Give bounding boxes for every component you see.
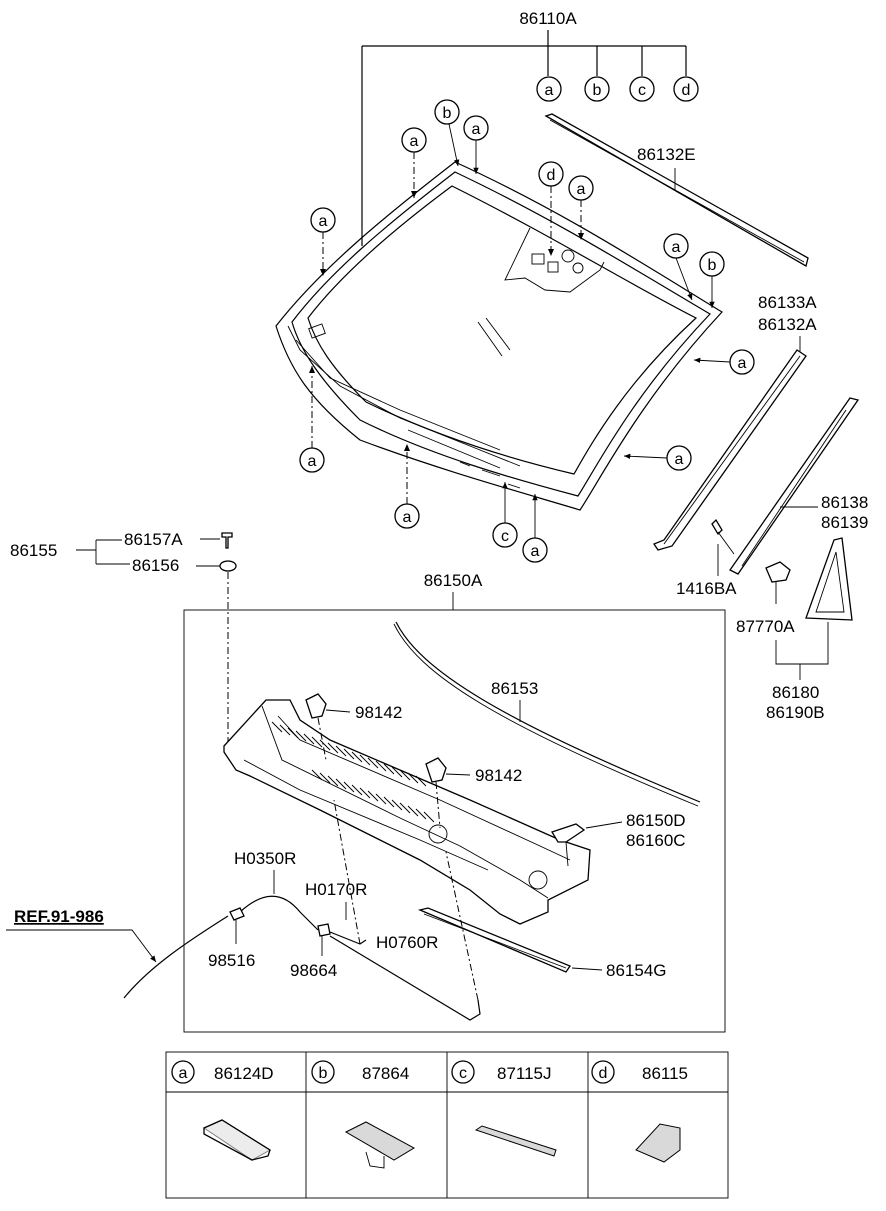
svg-text:86154G: 86154G [606, 961, 667, 980]
svg-text:a: a [308, 453, 317, 470]
callout-a-7: a [666, 445, 692, 471]
callout-b-2: b [699, 251, 725, 277]
label-86150A: 86150A [424, 571, 483, 590]
label-86132A: 86132A [758, 315, 817, 334]
svg-text:c: c [459, 1065, 467, 1082]
svg-text:c: c [501, 528, 509, 545]
callout-c-top: c [629, 76, 655, 102]
ref-callout: REF.91-986 [6, 907, 229, 999]
legend-cell-d: d 86115 [591, 1060, 688, 1163]
svg-text:86150D: 86150D [626, 811, 686, 830]
svg-text:a: a [531, 543, 540, 560]
svg-text:87864: 87864 [362, 1064, 409, 1083]
svg-text:b: b [708, 257, 717, 274]
callout-b-1: b [434, 99, 460, 125]
callout-a-1: a [401, 127, 427, 153]
svg-text:b: b [443, 105, 452, 122]
callout-a-9: a [394, 503, 420, 529]
svg-text:86160C: 86160C [626, 831, 686, 850]
callout-a-6: a [729, 349, 755, 375]
label-86153: 86153 [491, 679, 538, 698]
svg-text:a: a [675, 451, 684, 468]
moulding-top: 86132E [544, 113, 809, 267]
label-86133A: 86133A [758, 293, 817, 312]
svg-text:H0350R: H0350R [234, 849, 296, 868]
legend-cell-c: c 87115J [451, 1060, 557, 1157]
svg-text:98142: 98142 [475, 766, 522, 785]
windshield-glass [275, 161, 723, 511]
svg-text:b: b [593, 82, 602, 99]
svg-text:d: d [599, 1065, 608, 1082]
callout-c-1: c [492, 522, 518, 548]
svg-text:H0760R: H0760R [376, 933, 438, 952]
label-1416BA: 1416BA [676, 579, 737, 598]
windshield-callouts: a b a a d a a b a a a a c a [299, 99, 755, 563]
svg-text:a: a [738, 355, 747, 372]
label-86139: 86139 [821, 513, 868, 532]
callout-a-2: a [463, 115, 489, 141]
svg-text:86124D: 86124D [214, 1064, 274, 1083]
bracket: 86150D 86160C [551, 811, 686, 867]
callout-b-top: b [584, 76, 610, 102]
legend-cell-b: b 87864 [311, 1060, 416, 1169]
moulding-side: 86133A 86132A [653, 293, 817, 551]
svg-text:a: a [545, 82, 554, 99]
label-87770A: 87770A [736, 617, 795, 636]
callout-a-top: a [536, 76, 562, 102]
legend-table: a 86124D b 87864 c 87115J d 86115 [165, 1051, 729, 1199]
label-86156: 86156 [132, 556, 179, 575]
label-86157A: 86157A [124, 530, 183, 549]
label-ref: REF.91-986 [14, 907, 104, 926]
svg-text:87115J: 87115J [497, 1064, 552, 1083]
callout-d-top: d [673, 76, 699, 102]
svg-text:a: a [179, 1065, 188, 1082]
svg-text:b: b [319, 1065, 328, 1082]
svg-text:a: a [577, 181, 586, 198]
garnish-group: 87770A 86180 86190B [736, 537, 853, 722]
windshield-assy-bracket: 86110A a b c d [361, 9, 699, 246]
label-86180: 86180 [772, 683, 819, 702]
moulding-lower: 86138 86139 1416BA [676, 397, 868, 598]
svg-text:98664: 98664 [290, 961, 337, 980]
callout-a-8: a [299, 447, 325, 473]
label-86132E: 86132E [637, 145, 696, 164]
nozzle-2: 98142 [425, 757, 522, 829]
lower-seal: 86154G [417, 907, 667, 980]
legend-cell-a: a 86124D [171, 1060, 274, 1161]
nozzle-1: 98142 [305, 693, 402, 761]
svg-text:98142: 98142 [355, 703, 402, 722]
callout-a-4: a [568, 175, 594, 201]
callout-a-10: a [522, 537, 548, 563]
label-86138: 86138 [821, 493, 868, 512]
svg-text:c: c [638, 82, 646, 99]
cowl-assy-box: 86150A 86153 98142 98142 [183, 571, 726, 1033]
svg-text:a: a [403, 509, 412, 526]
svg-text:a: a [410, 133, 419, 150]
callout-d-1: d [538, 161, 564, 187]
svg-text:86115: 86115 [642, 1064, 688, 1083]
label-86110A: 86110A [519, 9, 577, 28]
svg-text:a: a [472, 121, 481, 138]
svg-text:d: d [682, 82, 691, 99]
label-86155: 86155 [10, 541, 57, 560]
svg-text:H0170R: H0170R [305, 880, 367, 899]
label-86190B: 86190B [766, 703, 825, 722]
svg-text:a: a [672, 239, 681, 256]
svg-text:d: d [547, 167, 556, 184]
callout-a-3: a [310, 207, 336, 233]
svg-text:a: a [319, 213, 328, 230]
washer-hoses: H0350R 98516 H0170R 98664 H0760R [208, 799, 481, 1021]
svg-text:98516: 98516 [208, 951, 255, 970]
cowl-grille [271, 721, 435, 823]
cover-assy-group: 86155 86157A 86156 [10, 530, 237, 752]
callout-a-5: a [663, 233, 689, 259]
